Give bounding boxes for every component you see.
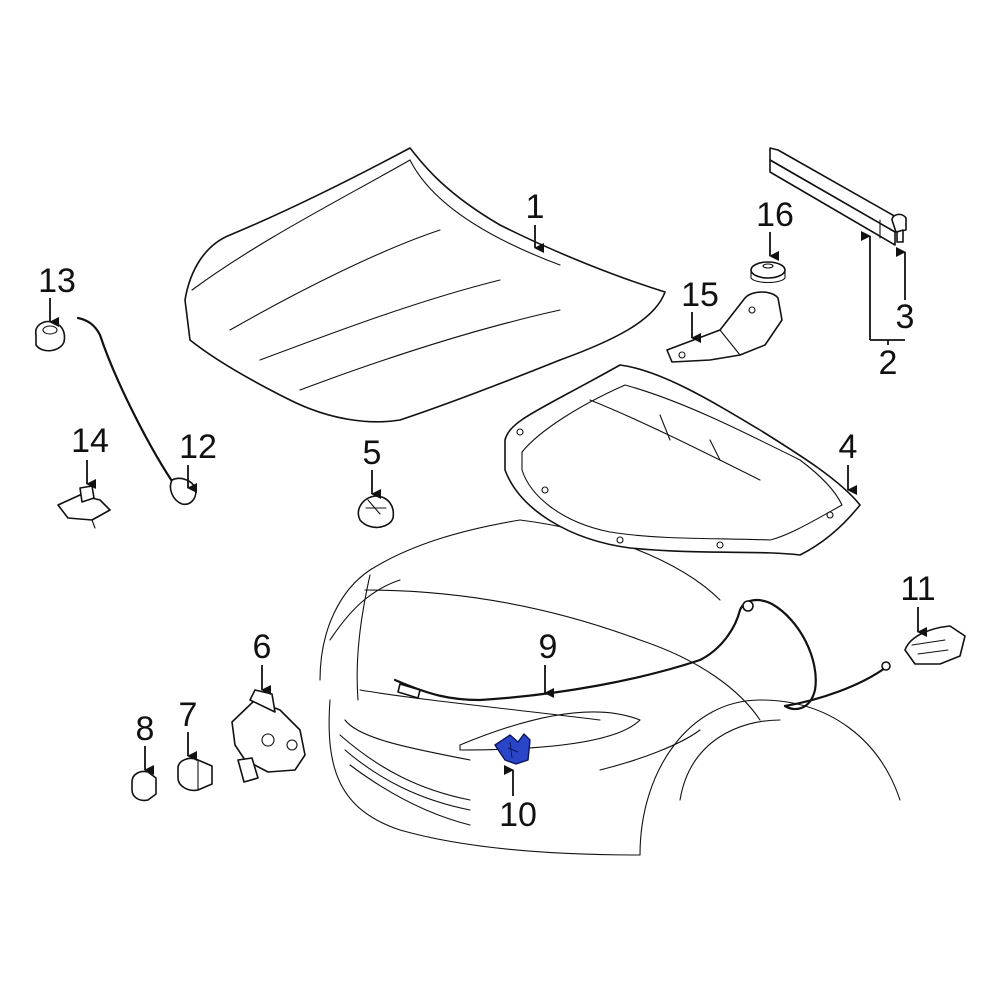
svg-text:1: 1 [526,188,545,226]
callout-1: 1 [526,188,545,253]
cushion-16[interactable] [750,261,786,284]
svg-text:8: 8 [136,710,155,748]
callout-15: 15 [681,276,719,343]
svg-text:15: 15 [681,276,719,314]
nut-8[interactable] [131,770,157,802]
callout-12: 12 [179,428,217,493]
svg-text:7: 7 [179,696,198,734]
svg-text:16: 16 [756,196,794,234]
highlighted-part-10[interactable] [494,733,531,765]
callout-6: 6 [253,628,272,695]
callout-16: 16 [756,196,794,261]
clip-14[interactable] [57,485,111,529]
svg-text:14: 14 [71,422,109,460]
clip-5[interactable] [357,495,395,529]
svg-text:9: 9 [539,628,558,666]
grommet-13[interactable] [34,320,66,352]
hinge-15[interactable] [666,291,783,363]
callout-9: 9 [539,628,558,698]
callout-8: 8 [136,710,155,775]
svg-text:12: 12 [179,428,217,466]
callout-11: 11 [900,570,936,637]
callout-13: 13 [38,262,76,327]
hood-seal-strip[interactable] [769,147,906,246]
svg-text:3: 3 [896,298,915,336]
callout-3: 3 [896,247,915,336]
hood-insulator[interactable] [504,364,861,556]
svg-text:10: 10 [499,796,537,834]
callout-7: 7 [179,696,198,761]
hood-support-rod-12[interactable] [76,316,197,506]
svg-text:4: 4 [839,428,858,466]
svg-text:6: 6 [253,628,272,666]
release-handle-11[interactable] [904,625,966,665]
callout-5: 5 [363,434,382,499]
callout-10: 10 [499,765,537,834]
callout-2: 2 [861,231,905,382]
hood-panel[interactable] [184,147,666,423]
svg-text:2: 2 [879,344,898,382]
clip-3[interactable] [891,213,907,243]
svg-text:13: 13 [38,262,76,300]
bolt-7[interactable] [177,757,213,792]
callout-4: 4 [839,428,858,495]
hood-latch-6[interactable] [231,689,306,783]
callout-14: 14 [71,422,109,489]
release-cable-9[interactable] [393,598,891,710]
svg-text:5: 5 [363,434,382,472]
svg-text:11: 11 [900,570,935,608]
vehicle-front-body [319,519,901,856]
